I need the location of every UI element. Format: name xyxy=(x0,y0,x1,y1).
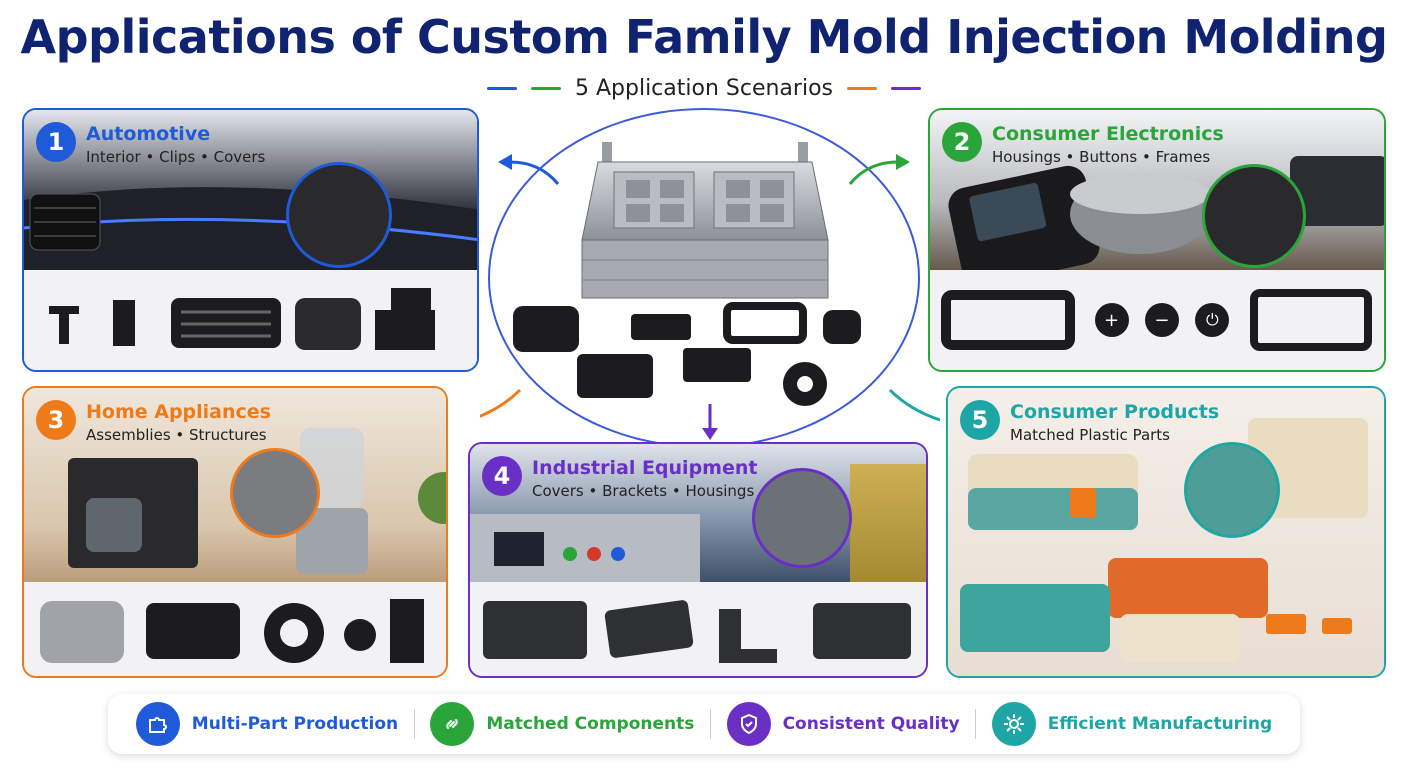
panel-consumer-products: 5 Consumer Products Matched Plastic Part… xyxy=(946,386,1386,678)
panel-industrial-equipment: 4 Industrial Equipment Covers • Brackets… xyxy=(468,442,928,678)
automotive-parts xyxy=(24,270,477,370)
devices-image xyxy=(948,156,1384,287)
panel-number: 2 xyxy=(942,122,982,162)
panel-number: 4 xyxy=(482,456,522,496)
separator xyxy=(975,709,977,739)
divider xyxy=(530,87,561,90)
panel-title: Consumer Products xyxy=(1010,401,1220,423)
panel-number: 5 xyxy=(960,400,1000,440)
parts-image xyxy=(483,600,911,663)
zoom-vent xyxy=(286,162,392,268)
panel-title: Home Appliances xyxy=(86,401,271,423)
industrial-scene xyxy=(470,444,926,586)
products-scene xyxy=(948,388,1384,676)
zoom-knob xyxy=(230,448,320,538)
panel-number: 1 xyxy=(36,122,76,162)
separator xyxy=(709,709,711,739)
appliances-parts xyxy=(24,582,446,676)
factory-image xyxy=(470,464,926,586)
feature-matched: Matched Components xyxy=(430,702,694,746)
feature-label: Multi-Part Production xyxy=(191,714,399,734)
panel-head: 1 Automotive Interior • Clips • Covers xyxy=(36,122,265,168)
appliances-scene xyxy=(24,388,446,586)
shield-check-icon xyxy=(726,702,771,746)
panel-head: 4 Industrial Equipment Covers • Brackets… xyxy=(482,456,757,502)
features-bar: Multi-Part Production Matched Components… xyxy=(108,694,1300,754)
electronics-parts: + − ⏻ xyxy=(930,270,1384,370)
panel-head: 3 Home Appliances Assemblies • Structure… xyxy=(36,400,271,446)
divider xyxy=(486,87,517,90)
panel-subtitle: Matched Plastic Parts xyxy=(1010,426,1170,444)
panel-subtitle: Interior • Clips • Covers xyxy=(86,148,266,166)
feature-efficient: Efficient Manufacturing xyxy=(991,702,1273,746)
panel-consumer-electronics: 2 Consumer Electronics Housings • Button… xyxy=(928,108,1386,372)
parts-image xyxy=(48,288,435,350)
feature-quality: Consistent Quality xyxy=(726,702,960,746)
subtitle: 5 Application Scenarios xyxy=(574,76,833,101)
zoom-housing xyxy=(752,468,852,568)
subtitle-row: 5 Application Scenarios xyxy=(0,76,1408,101)
panel-subtitle: Housings • Buttons • Frames xyxy=(992,148,1211,166)
industrial-parts xyxy=(470,582,926,676)
panel-subtitle: Covers • Brackets • Housings xyxy=(532,482,755,500)
gear-icon xyxy=(991,702,1036,746)
divider xyxy=(847,87,877,90)
parts-image xyxy=(40,599,424,663)
panel-title: Automotive xyxy=(86,123,211,145)
mold-image xyxy=(581,142,829,299)
panel-automotive: 1 Automotive Interior • Clips • Covers xyxy=(22,108,479,372)
zoom-buttons xyxy=(1202,164,1306,268)
kitchen-image xyxy=(68,428,446,574)
separator xyxy=(413,709,415,739)
panel-title: Consumer Electronics xyxy=(992,123,1224,145)
feature-multi-part: Multi-Part Production xyxy=(135,702,399,746)
feature-label: Consistent Quality xyxy=(782,714,960,734)
panel-home-appliances: 3 Home Appliances Assemblies • Structure… xyxy=(22,386,448,678)
panel-subtitle: Assemblies • Structures xyxy=(86,426,267,444)
power-button-part: ⏻ xyxy=(1195,303,1230,337)
frame-part xyxy=(1249,289,1372,351)
page-title: Applications of Custom Family Mold Injec… xyxy=(20,10,1388,64)
link-icon xyxy=(430,702,475,746)
divider xyxy=(891,87,921,90)
electronics-scene xyxy=(930,110,1384,287)
connector-arrows xyxy=(480,154,940,440)
feature-label: Matched Components xyxy=(486,714,695,734)
panel-head: 5 Consumer Products Matched Plastic Part… xyxy=(960,400,1219,446)
panel-head: 2 Consumer Electronics Housings • Button… xyxy=(942,122,1224,168)
feature-label: Efficient Manufacturing xyxy=(1047,714,1273,734)
minus-button-part: − xyxy=(1144,303,1179,337)
housing-part xyxy=(941,290,1076,350)
zoom-latch xyxy=(1184,442,1280,538)
center-parts-image xyxy=(513,302,861,406)
plus-button-part: + xyxy=(1094,303,1129,337)
puzzle-icon xyxy=(135,702,180,746)
panel-title: Industrial Equipment xyxy=(532,457,758,479)
containers-image xyxy=(960,418,1368,662)
panel-number: 3 xyxy=(36,400,76,440)
